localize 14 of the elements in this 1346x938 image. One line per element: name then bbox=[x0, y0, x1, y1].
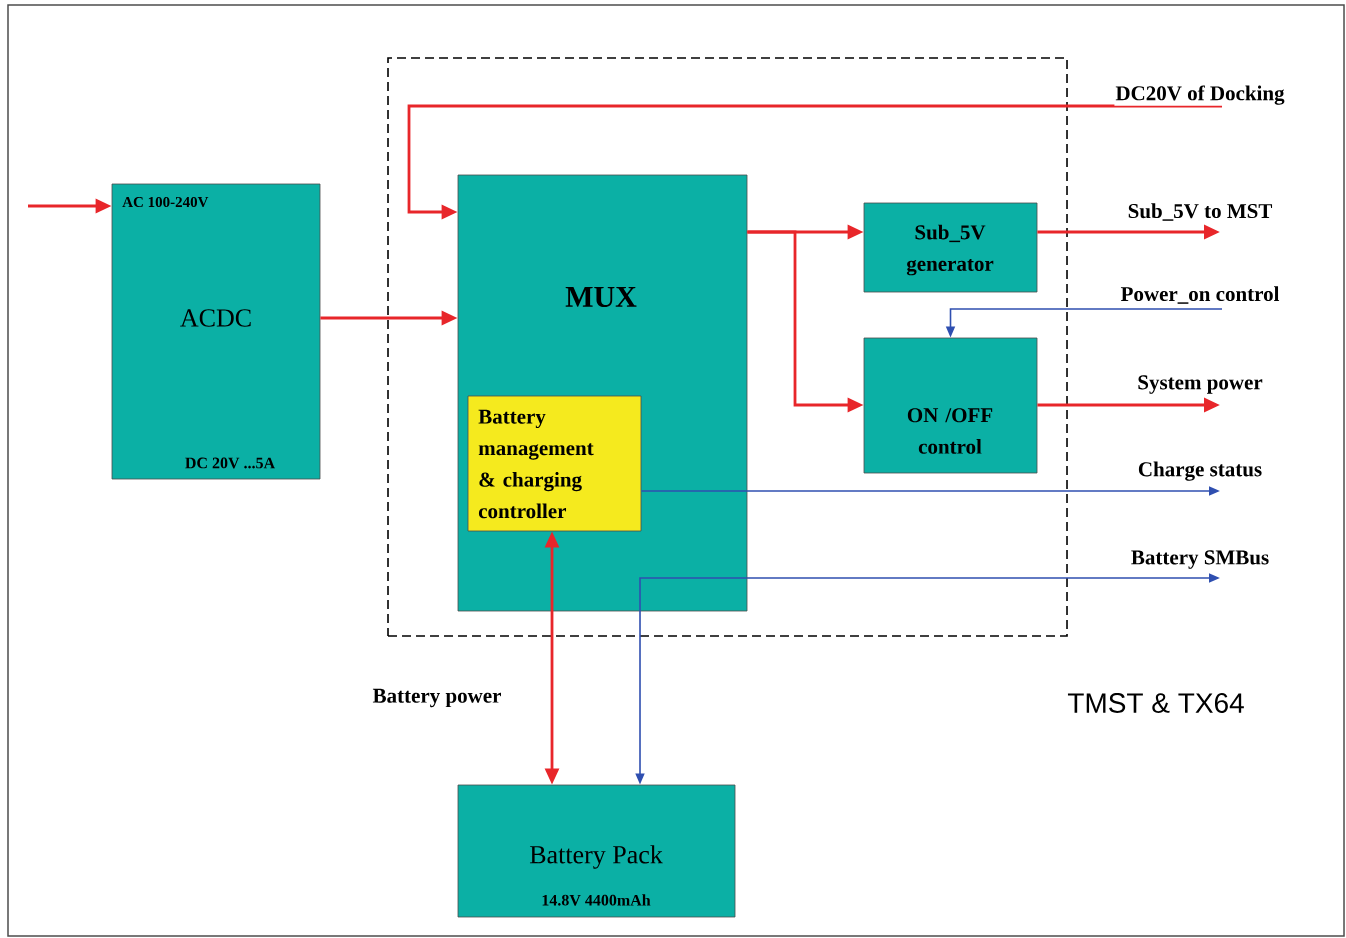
edge-label: Battery power bbox=[371, 687, 503, 709]
dashed-boundary-box bbox=[387, 57, 1068, 637]
switch-box: ON /OFF control bbox=[863, 337, 1038, 474]
generator-box: Sub_5V generator bbox=[863, 202, 1038, 293]
edge-label: Power_on control bbox=[1119, 285, 1281, 305]
edge-label: Battery SMBus bbox=[1129, 549, 1271, 570]
edge-label: Sub_5V to MST bbox=[1126, 202, 1274, 222]
edge-label: Charge status bbox=[1136, 460, 1264, 482]
converter-box: AC 100-240V ACDC DC 20V ...5A bbox=[111, 183, 321, 480]
battery-box: Battery Pack 14.8V 4400mAh bbox=[457, 784, 736, 918]
diagram-label: TMST & TX64 bbox=[1067, 693, 1244, 713]
controller-box: Battery management & charging controller bbox=[467, 395, 642, 532]
edge-label: DC20V of Docking bbox=[1114, 84, 1286, 106]
edge-label: System power bbox=[1136, 374, 1264, 395]
